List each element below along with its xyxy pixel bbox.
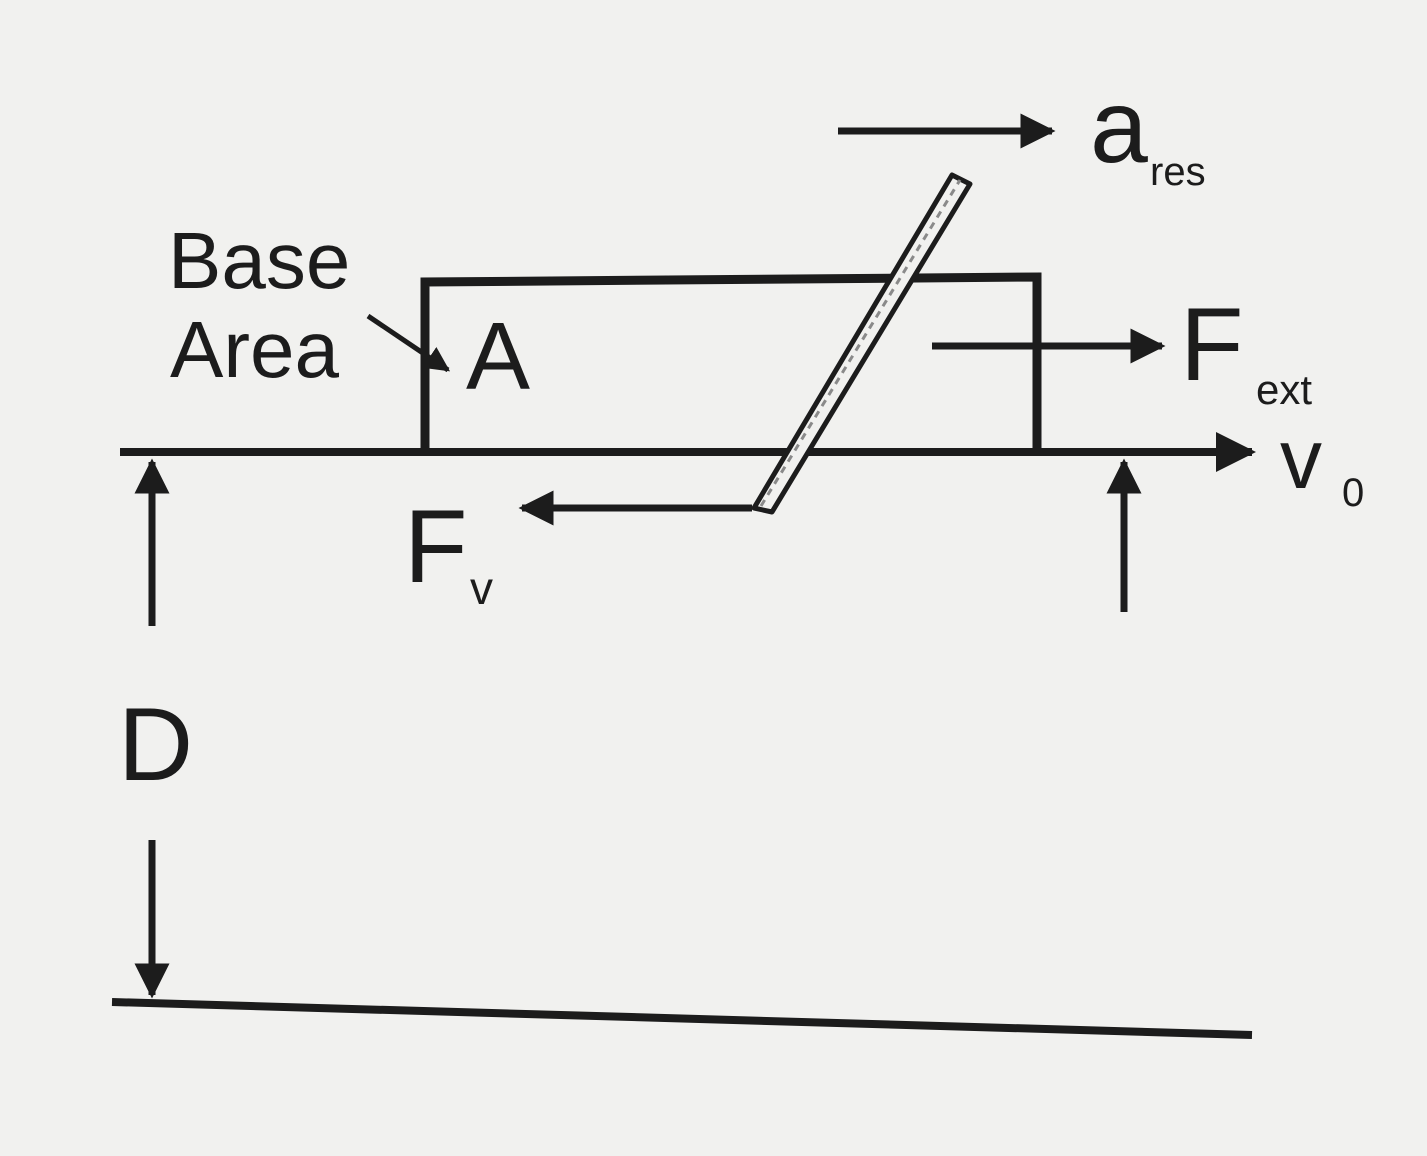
- area-label: Area: [170, 305, 339, 394]
- pointer-stick: [751, 172, 973, 515]
- velocity-subscript: 0: [1342, 471, 1364, 515]
- depth-label: D: [118, 687, 193, 803]
- area-symbol-label: A: [466, 303, 530, 410]
- viscous-force-subscript: v: [470, 562, 493, 614]
- acceleration-label: a: [1090, 69, 1148, 185]
- bottom-fixed-surface: [111, 998, 1253, 1039]
- acceleration-subscript: res: [1150, 150, 1206, 194]
- velocity-label: v: [1280, 412, 1322, 506]
- base-area-pointer-arrow: [366, 313, 451, 373]
- viscous-force-label: F: [404, 489, 468, 605]
- base-label: Base: [168, 216, 350, 305]
- external-force-subscript: ext: [1256, 366, 1312, 413]
- external-force-label: F: [1180, 287, 1244, 403]
